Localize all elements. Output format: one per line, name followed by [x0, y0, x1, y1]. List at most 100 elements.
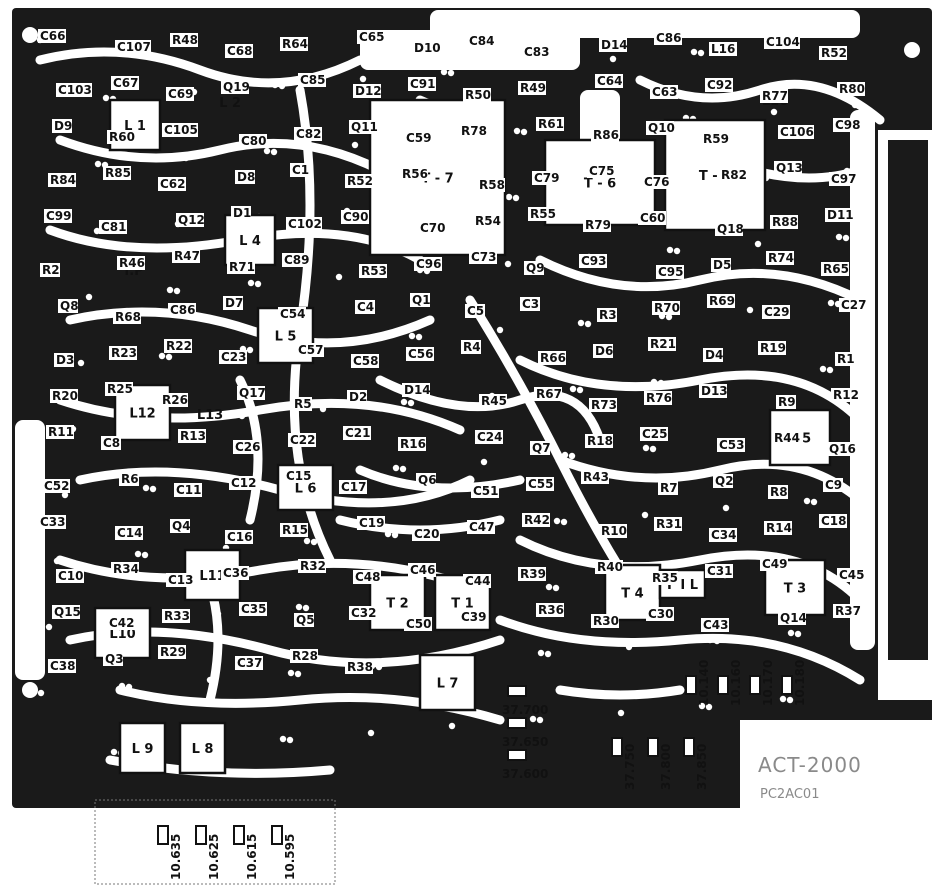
part-label-bg — [579, 254, 607, 268]
solder-pad — [706, 636, 714, 644]
part-label: C76 — [644, 175, 670, 189]
part-label: R29 — [160, 645, 186, 659]
part-label-bg — [650, 85, 678, 99]
part-label-bg — [475, 430, 503, 444]
solder-pad — [384, 530, 392, 538]
part-label: R46 — [119, 256, 145, 270]
part-label: C25 — [642, 427, 668, 441]
solder-pad — [859, 755, 867, 763]
part-label: Q12 — [178, 213, 205, 227]
substrate-channel — [355, 465, 525, 493]
part-label-bg — [229, 476, 257, 490]
part-label-bg — [347, 390, 367, 404]
part-label: R16 — [400, 437, 426, 451]
part-label: C107 — [117, 40, 151, 54]
part-label-bg — [646, 607, 674, 621]
part-label-bg — [583, 218, 611, 232]
substrate-channel — [375, 375, 605, 445]
solder-pad — [536, 716, 544, 724]
solder-pad — [650, 378, 658, 386]
part-label: R79 — [585, 218, 611, 232]
part-label: C57 — [298, 343, 324, 357]
part-label-bg — [538, 351, 566, 365]
part-label-bg — [833, 118, 861, 132]
part-label-bg — [412, 527, 440, 541]
part-label-bg — [465, 304, 485, 318]
part-label-bg — [298, 73, 326, 87]
part-label-bg — [650, 571, 678, 585]
board-code: PC2AC01 — [760, 787, 819, 802]
part-label-bg — [174, 483, 202, 497]
part-label-bg — [526, 477, 554, 491]
part-label-bg — [467, 34, 495, 48]
solder-pad — [529, 715, 537, 723]
part-label-bg — [294, 127, 322, 141]
solder-pad — [520, 128, 528, 136]
part-label-bg — [536, 603, 564, 617]
part-label: R23 — [111, 346, 137, 360]
block-label: L 4 — [239, 234, 261, 249]
solder-pad — [327, 339, 335, 347]
part-label-bg — [288, 433, 316, 447]
solder-pad — [93, 227, 101, 235]
part-label-bg — [652, 301, 680, 315]
part-label: C15 — [286, 469, 312, 483]
part-label-bg — [235, 170, 255, 184]
solder-pad — [271, 81, 279, 89]
part-label-bg — [648, 337, 676, 351]
part-label: R30 — [593, 614, 619, 628]
part-label-bg — [223, 296, 243, 310]
part-label: C95 — [658, 265, 684, 279]
part-label: C20 — [414, 527, 440, 541]
part-label-bg — [778, 125, 814, 139]
block-label: L12 — [129, 407, 155, 422]
crystal-body — [271, 825, 283, 845]
part-label-bg — [225, 530, 253, 544]
solder-pad — [722, 504, 730, 512]
part-label-bg — [701, 132, 729, 146]
part-label: C65 — [359, 30, 385, 44]
solder-pad — [642, 444, 650, 452]
solder-pad — [826, 366, 834, 374]
part-label-bg — [103, 652, 123, 666]
part-label: Q19 — [223, 80, 250, 94]
part-label-bg — [355, 300, 375, 314]
part-label: C67 — [113, 76, 139, 90]
part-label: D11 — [827, 208, 854, 222]
solder-pad — [576, 386, 584, 394]
part-label-bg — [459, 610, 487, 624]
part-label-bg — [48, 173, 76, 187]
part-label-bg — [520, 297, 540, 311]
part-label: C45 — [839, 568, 865, 582]
part-label-bg — [709, 42, 737, 56]
part-label-bg — [404, 131, 432, 145]
solder-pad — [367, 729, 375, 737]
crystal-label: 37.800 — [659, 744, 673, 790]
solder-pad — [858, 102, 866, 110]
part-label-bg — [408, 563, 436, 577]
part-label-bg — [656, 265, 684, 279]
part-label-bg — [715, 222, 743, 236]
part-label-bg — [477, 178, 505, 192]
part-label-bg — [345, 174, 373, 188]
block-label: L 2 — [219, 96, 241, 111]
part-label: R40 — [597, 560, 623, 574]
block-label: T 2 — [386, 597, 408, 612]
solder-pad — [110, 748, 118, 756]
part-label: C70 — [420, 221, 446, 235]
part-label-bg — [233, 440, 261, 454]
solder-pad — [577, 319, 585, 327]
solder-pad — [247, 279, 255, 287]
part-label: R20 — [52, 389, 78, 403]
part-label: C97 — [831, 172, 857, 186]
part-label: D14 — [601, 38, 628, 52]
part-label: C93 — [581, 254, 607, 268]
part-label-bg — [416, 473, 436, 487]
solder-pad — [521, 61, 529, 69]
part-label-bg — [42, 479, 70, 493]
part-label-bg — [99, 220, 127, 234]
part-label-bg — [298, 559, 326, 573]
part-label-bg — [158, 645, 186, 659]
part-label-bg — [54, 353, 74, 367]
part-label-bg — [770, 215, 798, 229]
